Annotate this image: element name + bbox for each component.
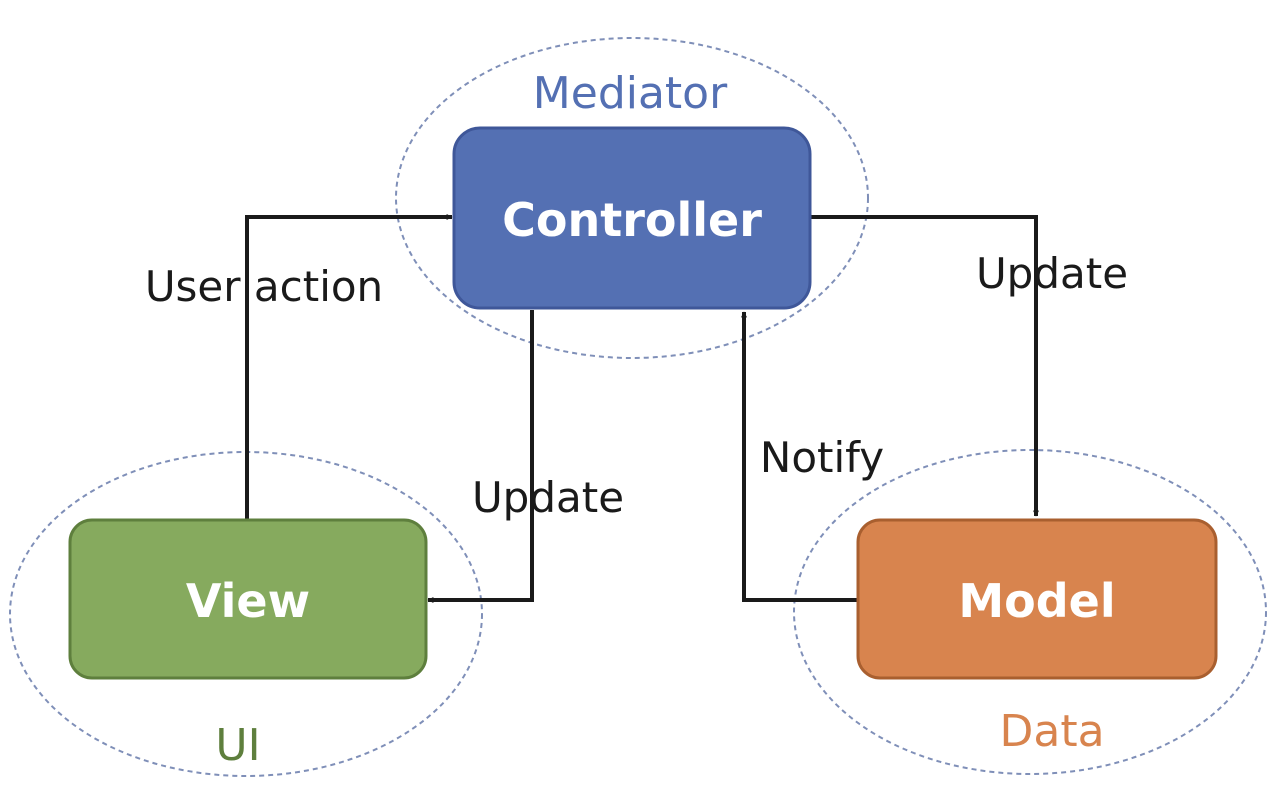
user-action-arrow — [245, 214, 453, 520]
update-view-arrow — [427, 310, 534, 603]
model-node: Model — [856, 518, 1218, 680]
mediator-group-label: Mediator — [533, 68, 728, 119]
ui-group-label: UI — [215, 720, 260, 771]
view-box — [68, 518, 428, 680]
notify-label: Notify — [760, 433, 884, 482]
view-node: View — [68, 518, 428, 680]
update-model-arrow — [810, 215, 1039, 517]
mediator-group-outline — [395, 37, 869, 359]
model-box — [856, 518, 1218, 680]
controller-label: Controller — [502, 193, 762, 247]
controller-box — [452, 126, 812, 310]
user-action-label: User action — [145, 262, 383, 311]
data-group-outline — [793, 449, 1267, 775]
controller-node: Controller — [452, 126, 812, 310]
notify-arrow — [741, 311, 858, 602]
model-label: Model — [958, 574, 1115, 628]
view-label: View — [186, 574, 310, 628]
data-group-label: Data — [999, 706, 1104, 757]
update-model-label: Update — [976, 249, 1128, 298]
update-view-label: Update — [472, 473, 624, 522]
